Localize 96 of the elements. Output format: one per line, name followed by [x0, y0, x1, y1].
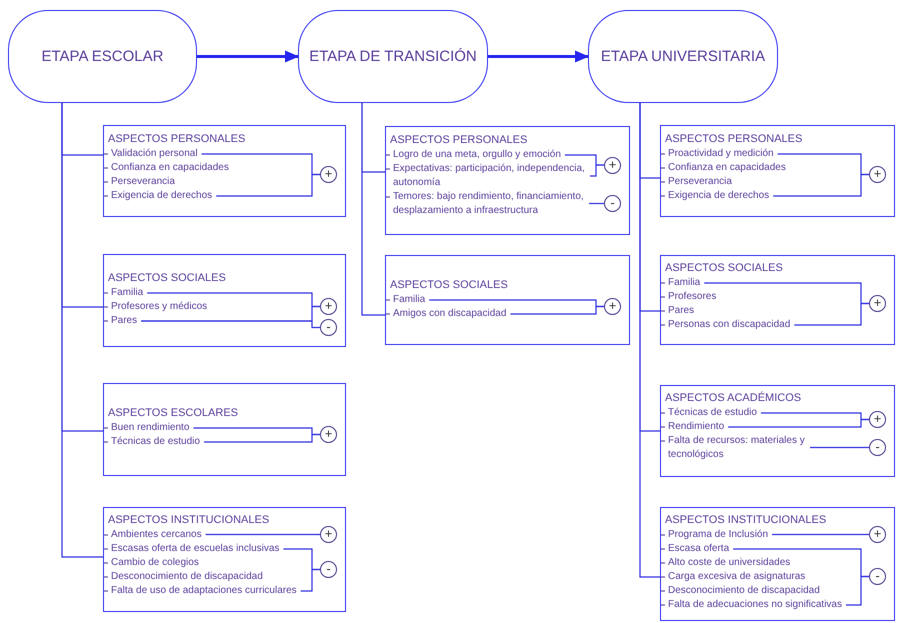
list-item: Pares [111, 314, 142, 328]
list-item: Carga excesiva de asignaturas [668, 570, 810, 584]
aspect-panel [660, 125, 895, 217]
panel-heading: ASPECTOS INSTITUCIONALES [665, 513, 826, 528]
list-item: Personas con discapacidad [668, 318, 794, 332]
sign-circle: + [869, 526, 886, 543]
list-item: Programa de Inclusión [668, 528, 772, 542]
sign-circle: + [320, 526, 337, 543]
aspect-panel [103, 507, 346, 612]
panel-heading: ASPECTOS SOCIALES [108, 271, 226, 286]
list-item: Confianza en capacidades [668, 161, 790, 175]
stage-box [588, 10, 778, 103]
sign-circle: - [320, 319, 337, 336]
sign-circle: + [604, 298, 621, 315]
list-item: Técnicas de estudio [111, 435, 204, 449]
aspect-panel [660, 255, 895, 345]
list-item: Escasa oferta [668, 542, 734, 556]
aspect-panel [103, 254, 346, 347]
panel-heading: ASPECTOS SOCIALES [390, 278, 508, 293]
list-item: Proactividad y medición [668, 147, 778, 161]
list-item: Temores: bajo rendimiento, financiamiento, desplazamiento a infraestructura [393, 190, 589, 218]
bracket-line [510, 306, 604, 315]
list-item: Perseverancia [668, 175, 736, 189]
bracket-line [300, 568, 320, 592]
stage-box [8, 10, 197, 103]
list-item: Técnicas de estudio [668, 406, 761, 420]
bracket-line [728, 418, 869, 428]
list-item: Profesores y médicos [111, 300, 212, 314]
list-item: Desconocimiento de discapacidad [668, 584, 824, 598]
list-item: Exigencia de derechos [111, 189, 216, 203]
aspect-panel [103, 125, 346, 217]
sign-circle: - [869, 439, 886, 456]
bracket-line [773, 174, 869, 197]
list-item: Escasas oferta de escuelas inclusivas [111, 542, 284, 556]
sign-circle: - [869, 568, 886, 585]
list-item: Amigos con discapacidad [393, 307, 510, 321]
panel-heading: ASPECTOS SOCIALES [665, 261, 783, 276]
panel-heading: ASPECTOS ESCOLARES [108, 406, 238, 421]
sign-circle: + [320, 298, 337, 315]
sign-circle: + [869, 295, 886, 312]
list-item: Confianza en capacidades [111, 161, 233, 175]
list-item: Ambientes cercanos [111, 528, 206, 542]
sign-circle: + [869, 166, 886, 183]
stage-title: ETAPA UNIVERSITARIA [600, 48, 766, 65]
list-item: Expectativas: participación, independencia, autonomía [393, 162, 590, 190]
connector-line [361, 103, 385, 316]
list-item: Familia [668, 276, 704, 290]
list-item: Exigencia de derechos [668, 189, 774, 203]
sign-circle: + [320, 426, 337, 443]
aspect-panel [660, 385, 895, 477]
aspect-panel [385, 126, 630, 235]
sign-circle: + [869, 411, 886, 428]
panel-heading: ASPECTOS PERSONALES [108, 132, 246, 147]
list-item: Desconocimiento de discapacidad [111, 570, 267, 584]
bracket-line [846, 576, 869, 606]
list-item: Falta de adecuaciones no significativas [668, 598, 846, 612]
panel-heading: ASPECTOS ACADÉMICOS [665, 391, 802, 406]
list-item: Rendimiento [668, 420, 728, 434]
connector-line [639, 103, 660, 578]
list-item: Profesores [668, 290, 720, 304]
sign-circle: + [604, 156, 621, 174]
arrow [197, 50, 299, 62]
stage-title: ETAPA ESCOLAR [42, 48, 164, 65]
stage-title: ETAPA DE TRANSICIÓN [309, 48, 477, 65]
sign-circle: + [320, 166, 337, 183]
bracket-line [810, 446, 869, 448]
bracket-line [590, 164, 604, 177]
list-item: Cambio de colegios [111, 556, 203, 570]
bracket-line [794, 302, 869, 326]
list-item: Buen rendimiento [111, 421, 194, 435]
list-item: Validación personal [111, 147, 202, 161]
list-item: Falta de recursos: materiales y tecnológicos [668, 434, 810, 462]
bracket-line [589, 202, 604, 204]
list-item: Alto coste de universidades [668, 556, 794, 570]
bracket-line [204, 434, 320, 443]
connector-line [61, 103, 103, 558]
sign-circle: - [604, 195, 621, 212]
panel-heading: ASPECTOS INSTITUCIONALES [108, 513, 270, 528]
list-item: Logro de una meta, orgullo y emoción [393, 148, 565, 162]
bracket-line [206, 534, 320, 536]
list-item: Falta de uso de adaptaciones curriculares [111, 584, 301, 598]
bracket-line [141, 320, 320, 328]
aspect-panel [103, 383, 346, 476]
stage-box [298, 10, 488, 103]
bracket-line [772, 534, 869, 536]
bracket-line [216, 174, 320, 197]
aspect-panel [385, 255, 630, 345]
panel-heading: ASPECTOS PERSONALES [665, 132, 802, 147]
aspect-panel [660, 507, 895, 621]
list-item: Pares [668, 304, 698, 318]
panel-heading: ASPECTOS PERSONALES [390, 133, 528, 148]
list-item: Perseverancia [111, 175, 179, 189]
list-item: Familia [393, 293, 430, 307]
arrow [488, 50, 589, 62]
list-item: Familia [111, 286, 148, 300]
sign-circle: - [320, 561, 337, 578]
